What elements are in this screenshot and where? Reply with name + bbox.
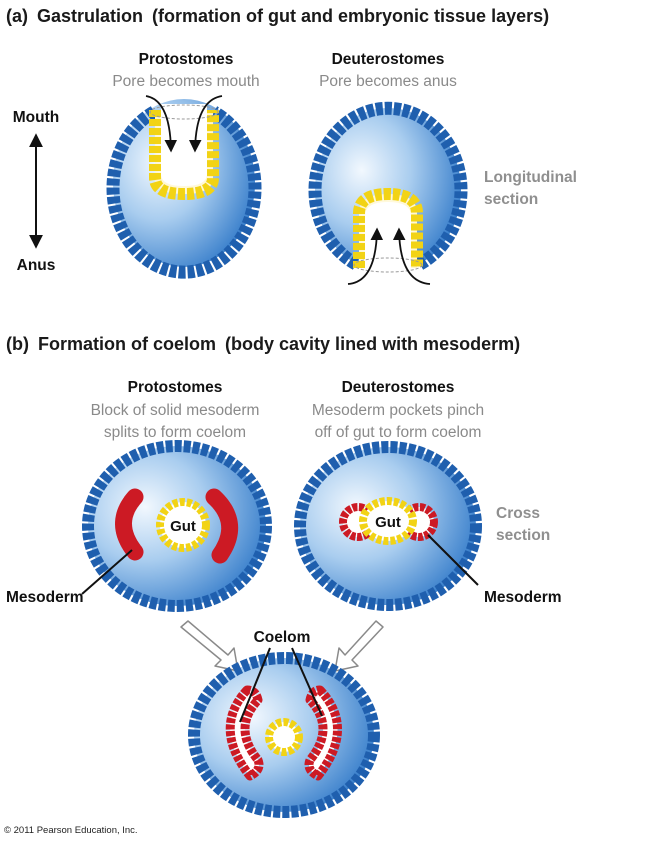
deuterostome-gastrula bbox=[308, 101, 468, 285]
b-deut-mesoderm-leader bbox=[427, 534, 479, 586]
section-b-title: Formation of coelom bbox=[38, 334, 216, 354]
a-deuterostomes-title: Deuterostomes bbox=[332, 51, 445, 68]
c-coelom-right bbox=[304, 685, 342, 781]
b-proto-mesoderm-right bbox=[205, 488, 239, 564]
mouth-label: Mouth bbox=[13, 109, 59, 126]
longitudinal-label-line2: section bbox=[484, 191, 538, 208]
section-b-subtitle: (body cavity lined with mesoderm) bbox=[225, 334, 520, 354]
c-coelom-leader-right bbox=[291, 647, 323, 717]
hollow-arrow-left bbox=[180, 620, 239, 672]
b-protostomes-subtitle-2: splits to form coelom bbox=[104, 424, 246, 441]
section-a-subtitle: (formation of gut and embryonic tissue l… bbox=[152, 6, 549, 26]
cross-label-line2: section bbox=[496, 527, 550, 544]
copyright: © 2011 Pearson Education, Inc. bbox=[4, 825, 138, 836]
section-a-title: Gastrulation bbox=[37, 6, 143, 26]
section-a-letter: (a) bbox=[6, 6, 28, 26]
coelom-label: Coelom bbox=[254, 629, 311, 646]
svg-text:(b) Formation of coelom: (b) Formation of coelom (body cavity lin… bbox=[6, 334, 520, 354]
protostome-cross-section: Gut bbox=[81, 440, 272, 612]
a-proto-arrow-left bbox=[145, 95, 178, 153]
b-deuterostomes-title: Deuterostomes bbox=[342, 379, 455, 396]
a-deut-arrow-right bbox=[392, 227, 431, 285]
coelomate-cross-section bbox=[188, 647, 380, 818]
b-proto-mesoderm-left bbox=[115, 488, 144, 561]
hollow-arrow-right bbox=[334, 620, 384, 672]
a-deuterostomes-subtitle: Pore becomes anus bbox=[319, 73, 457, 90]
a-deut-ectoderm bbox=[308, 101, 468, 270]
b-deut-mesoderm-label: Mesoderm bbox=[484, 589, 562, 606]
protostome-gastrula bbox=[106, 95, 262, 279]
a-deut-pore bbox=[353, 257, 423, 273]
c-coelom-left bbox=[225, 685, 264, 781]
a-proto-arrow-right bbox=[188, 95, 223, 153]
a-protostomes-title: Protostomes bbox=[139, 51, 234, 68]
anus-label: Anus bbox=[17, 257, 56, 274]
c-coelom-leader-left bbox=[239, 647, 271, 723]
b-deuterostomes-subtitle-1: Mesoderm pockets pinch bbox=[312, 402, 484, 419]
section-a-heading: (a) Gastrulation (formation of gut and e… bbox=[6, 6, 549, 26]
b-proto-gut bbox=[156, 498, 210, 552]
a-deut-arrow-left bbox=[347, 227, 384, 285]
b-deuterostomes-subtitle-2: off of gut to form coelom bbox=[315, 424, 482, 441]
b-deut-gut-label: Gut bbox=[375, 514, 401, 531]
section-b-letter: (b) bbox=[6, 334, 29, 354]
b-protostomes-subtitle-1: Block of solid mesoderm bbox=[91, 402, 260, 419]
deuterostome-cross-section: Gut bbox=[294, 441, 482, 611]
b-deut-gut bbox=[359, 497, 417, 545]
svg-text:(a) Gastrulation (: (a) Gastrulation (formation of gut and e… bbox=[6, 6, 549, 26]
section-b-heading: (b) Formation of coelom (body cavity lin… bbox=[6, 334, 520, 354]
a-proto-pore bbox=[149, 104, 219, 120]
a-protostomes-subtitle: Pore becomes mouth bbox=[112, 73, 259, 90]
b-protostomes-title: Protostomes bbox=[128, 379, 223, 396]
b-proto-mesoderm-label: Mesoderm bbox=[6, 589, 84, 606]
cross-label-line1: Cross bbox=[496, 505, 540, 522]
a-proto-ectoderm bbox=[106, 106, 262, 279]
c-gut bbox=[265, 718, 303, 756]
b-proto-gut-label: Gut bbox=[170, 518, 196, 535]
longitudinal-label-line1: Longitudinal bbox=[484, 169, 577, 186]
b-proto-mesoderm-leader bbox=[81, 549, 133, 595]
